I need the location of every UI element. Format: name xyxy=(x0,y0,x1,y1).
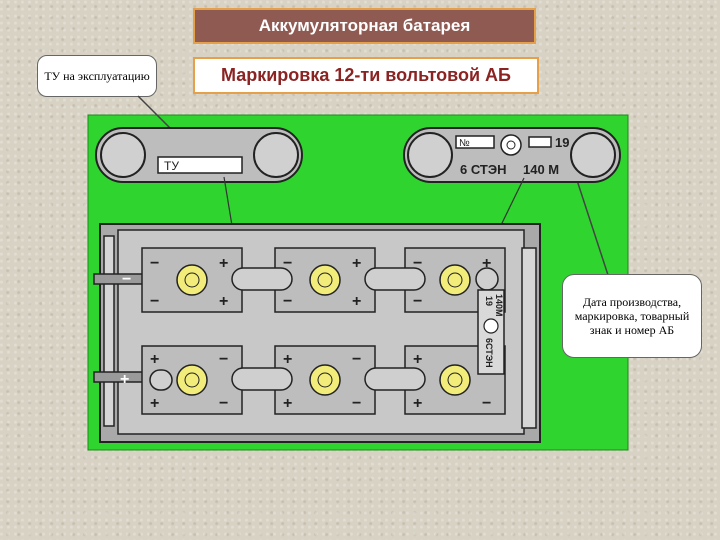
title-banner: Аккумуляторная батарея xyxy=(193,8,536,44)
plate-left: ТУ xyxy=(95,127,303,183)
terminal-positive-sign: + xyxy=(120,371,129,388)
cell-sign: + xyxy=(283,395,292,412)
trademark-icon xyxy=(500,134,522,156)
callout-tu-text: ТУ на эксплуатацию xyxy=(44,69,150,83)
cell-sign: + xyxy=(413,395,422,412)
plate-right: № 19 6 СТЭН 140 М xyxy=(403,127,621,183)
plate-left-text: ТУ xyxy=(164,159,179,173)
cell-sign: − xyxy=(482,395,491,412)
connector-straps xyxy=(149,267,499,391)
cell-sign: + xyxy=(219,293,228,310)
cell-sign: − xyxy=(413,255,422,272)
cell-sign: + xyxy=(413,351,422,368)
cell-sign: + xyxy=(283,351,292,368)
cell-sign: + xyxy=(482,255,491,272)
cell-sign: − xyxy=(219,351,228,368)
plate-right-num: 19 xyxy=(555,135,569,150)
plate-right-capacity: 140 М xyxy=(523,162,559,177)
cell-top-1: − + − + xyxy=(141,247,243,313)
terminal-negative-sign: − xyxy=(122,271,131,288)
trademark-icon xyxy=(483,318,499,334)
side-num: 19 xyxy=(484,296,494,306)
cell-sign: + xyxy=(150,395,159,412)
callout-tu: ТУ на эксплуатацию xyxy=(37,55,157,97)
filler-cap-icon xyxy=(439,264,471,296)
cell-sign: − xyxy=(413,293,422,310)
cell-sign: + xyxy=(219,255,228,272)
cell-sign: + xyxy=(150,351,159,368)
cell-sign: − xyxy=(283,293,292,310)
side-cap: 140М xyxy=(494,294,504,317)
cell-sign: − xyxy=(352,395,361,412)
cell-sign: − xyxy=(352,351,361,368)
page-title: Аккумуляторная батарея xyxy=(258,16,471,35)
page-subtitle: Маркировка 12-ти вольтовой АБ xyxy=(221,65,511,85)
plate-right-model: 6 СТЭН xyxy=(460,162,506,177)
filler-cap-icon xyxy=(176,364,208,396)
callout-marking-pointer xyxy=(571,164,609,276)
filler-cap-icon xyxy=(309,264,341,296)
filler-cap-icon xyxy=(439,364,471,396)
callout-marking: Дата производства, маркировка, товарный … xyxy=(562,274,702,358)
callout-marking-text: Дата производства, маркировка, товарный … xyxy=(574,295,690,337)
side-model: 6СТЭН xyxy=(484,338,494,368)
cell-sign: − xyxy=(219,395,228,412)
filler-cap-icon xyxy=(176,264,208,296)
cell-sign: − xyxy=(150,293,159,310)
cell-sign: − xyxy=(283,255,292,272)
cell-sign: + xyxy=(352,293,361,310)
cell-sign: + xyxy=(352,255,361,272)
subtitle-banner: Маркировка 12-ти вольтовой АБ xyxy=(193,57,539,94)
cell-sign: − xyxy=(150,255,159,272)
side-marking: 19 140М 6СТЭН xyxy=(477,289,505,375)
filler-cap-icon xyxy=(309,364,341,396)
plate-right-no: № xyxy=(459,138,470,149)
